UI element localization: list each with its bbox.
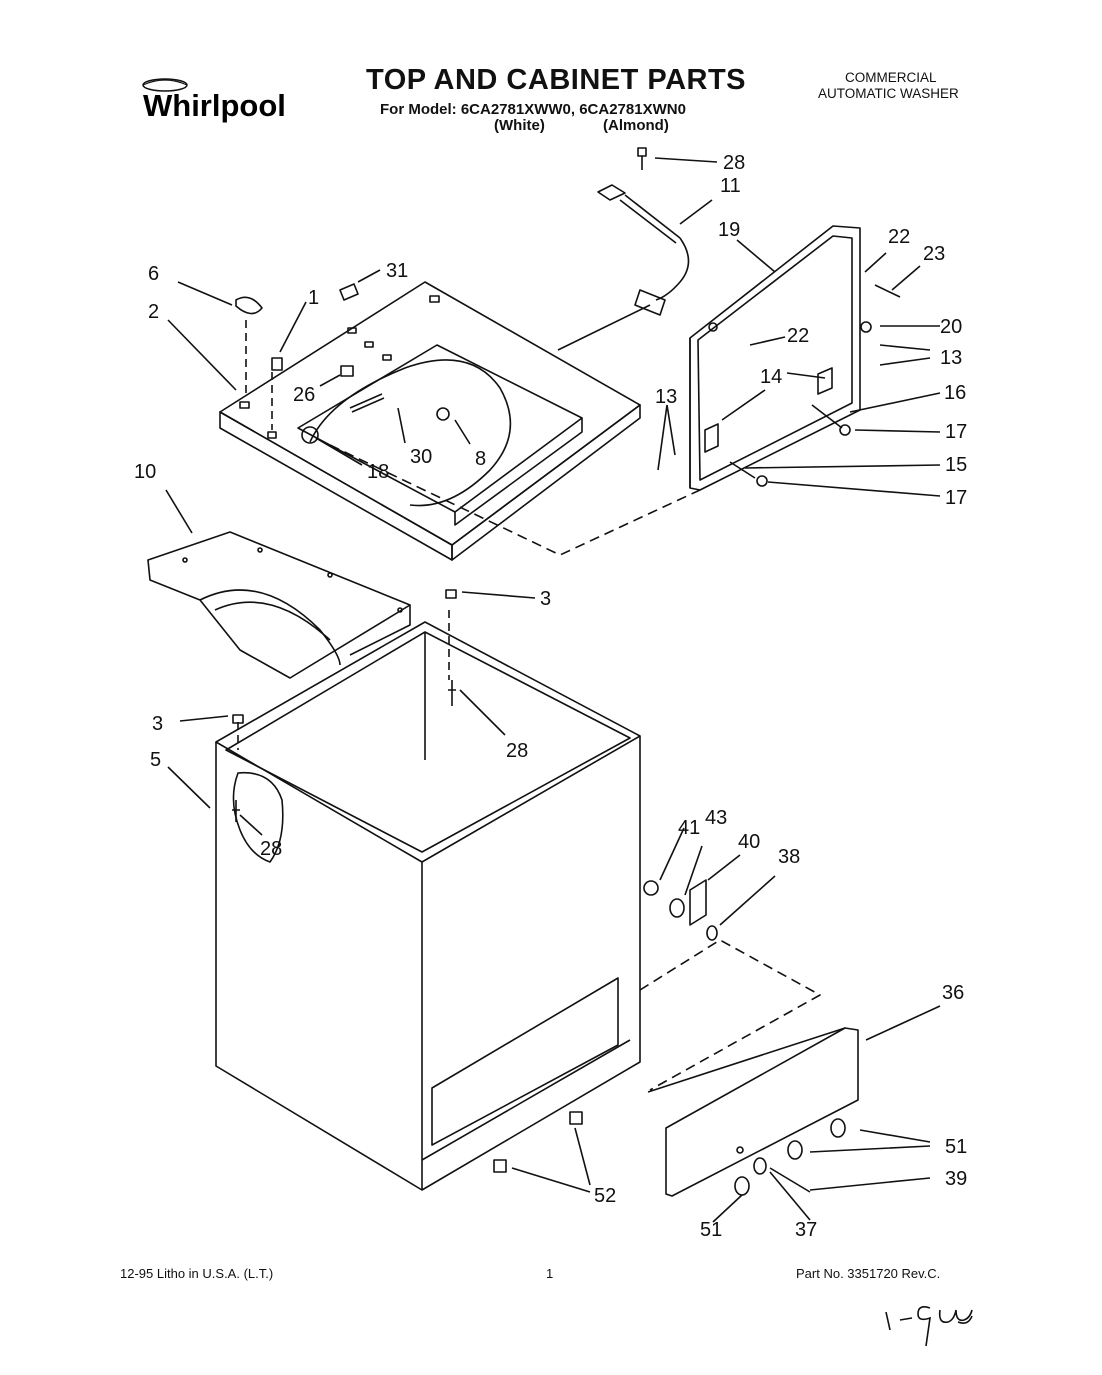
callout-label: 40 [738,831,760,853]
model-numbers: For Model: 6CA2781XWW0, 6CA2781XWN0 [380,101,686,118]
callout-label: 18 [367,461,389,483]
callout-label: 28 [260,838,282,860]
callout-label: 23 [923,243,945,265]
callout-label: 1 [308,287,319,309]
callout-label: 3 [540,588,551,610]
callout-label: 28 [723,152,745,174]
page-number: 1 [546,1266,554,1281]
callout-label: 52 [594,1185,616,1207]
callout-label: 6 [148,263,159,285]
callout-label: 22 [888,226,910,248]
part-number: Part No. 3351720 Rev.C. [796,1266,941,1281]
callout-label: 16 [944,382,966,404]
handwritten-note [885,1306,973,1347]
front-kick-panel [639,879,859,1197]
callout-label: 20 [940,316,962,338]
print-info: 12-95 Litho in U.S.A. (L.T.) [120,1266,274,1281]
console-backguard [689,225,901,491]
page-title: TOP AND CABINET PARTS [366,64,747,96]
callout-label: 2 [148,301,159,323]
callout-label: 51 [700,1219,722,1241]
callout-label: 26 [293,384,315,406]
callout-label: 11 [720,175,741,197]
callout-label: 38 [778,846,800,868]
callout-label: 14 [760,366,782,388]
callout-label: 3 [152,713,163,735]
variant-almond: (Almond) [603,117,669,134]
callout-label: 13 [655,386,677,408]
callout-label: 22 [787,325,809,347]
washer-top-panel [219,281,641,561]
variant-white: (White) [494,117,545,134]
washer-cabinet [215,589,641,1191]
callout-label: 39 [945,1168,967,1190]
callout-label: 43 [705,807,727,829]
callout-label: 10 [134,461,156,483]
callout-label: 30 [410,446,432,468]
lid-switch-harness [557,184,690,351]
category-line-2: AUTOMATIC WASHER [818,86,959,101]
callout-label: 17 [945,421,967,443]
callout-label: 13 [940,347,962,369]
callout-label: 17 [945,487,967,509]
rear-shield [147,531,411,679]
callout-label: 28 [506,740,528,762]
callout-label: 51 [945,1136,967,1158]
callout-label: 36 [942,982,964,1004]
callout-label: 19 [718,219,740,241]
leader-lines [165,157,941,1223]
brand-wordmark: Whirlpool [143,88,286,123]
callout-labels: 28 11 19 22 23 6 31 1 2 20 22 13 26 14 1… [134,152,967,1241]
callout-label: 31 [386,260,408,282]
callout-label: 8 [475,448,486,470]
whirlpool-logo: Whirlpool [142,78,286,123]
callout-label: 41 [678,817,700,839]
callout-label: 5 [150,749,161,771]
callout-label: 15 [945,454,967,476]
callout-label: 37 [795,1219,817,1241]
category-line-1: COMMERCIAL [845,70,937,85]
fasteners-top [235,147,701,556]
